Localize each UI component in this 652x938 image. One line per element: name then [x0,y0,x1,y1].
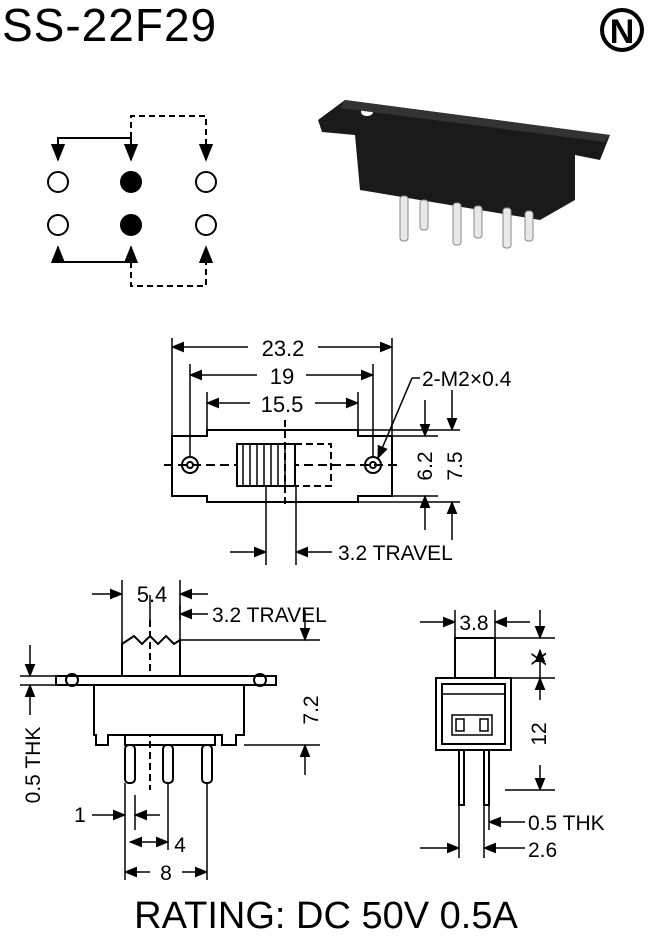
dim-actuator-length: 5.4 [137,582,168,607]
dim-overall-length: 23.2 [262,336,305,361]
contact-dot-common [120,171,142,193]
brand-logo: N [600,8,644,52]
top-travel-label: 3.2 TRAVEL [338,542,453,565]
part-number-title: SS-22F29 [2,0,218,51]
side-view [20,580,320,880]
rating-text: RATING: DC 50V 0.5A [134,895,518,937]
end-view [420,610,555,858]
dim-pin-pitch: 4 [174,834,186,857]
circuit-diagram [47,115,217,287]
dim-x-label: X [528,652,551,666]
top-view [164,338,460,565]
contact-dot-common [120,214,142,236]
dim-actuator-width: 3.8 [459,612,488,635]
dim-side-height: 7.2 [300,695,323,724]
top-view-labels: 23.2 19 15.5 2-M2×0.4 6.2 7.5 3.2 TRAVEL [261,336,512,565]
dim-outer-height: 7.5 [444,451,467,480]
product-photo [318,100,610,249]
end-thickness-label: 0.5 THK [528,812,605,835]
dim-pin-row: 2.6 [528,839,557,862]
contact-dot [195,214,217,236]
contact-dot [47,214,69,236]
side-travel-label: 3.2 TRAVEL [212,604,327,627]
hole-spec-label: 2-M2×0.4 [422,368,512,391]
dim-inner-height: 6.2 [414,451,437,480]
contact-dot [47,171,69,193]
dim-mounting-pitch: 19 [270,364,294,389]
side-thickness-label: 0.5 THK [22,727,45,804]
dim-body-length: 15.5 [261,392,304,417]
dim-pin-width: 1 [74,804,86,827]
logo-letter: N [610,13,635,51]
contact-dot [195,171,217,193]
end-view-labels: 3.8 X 12 0.5 THK 2.6 [459,612,604,862]
dim-pin-span: 8 [160,862,172,885]
dim-end-height: 12 [528,722,551,745]
side-view-labels: 5.4 3.2 TRAVEL 7.2 0.5 THK 1 4 8 [22,582,327,885]
